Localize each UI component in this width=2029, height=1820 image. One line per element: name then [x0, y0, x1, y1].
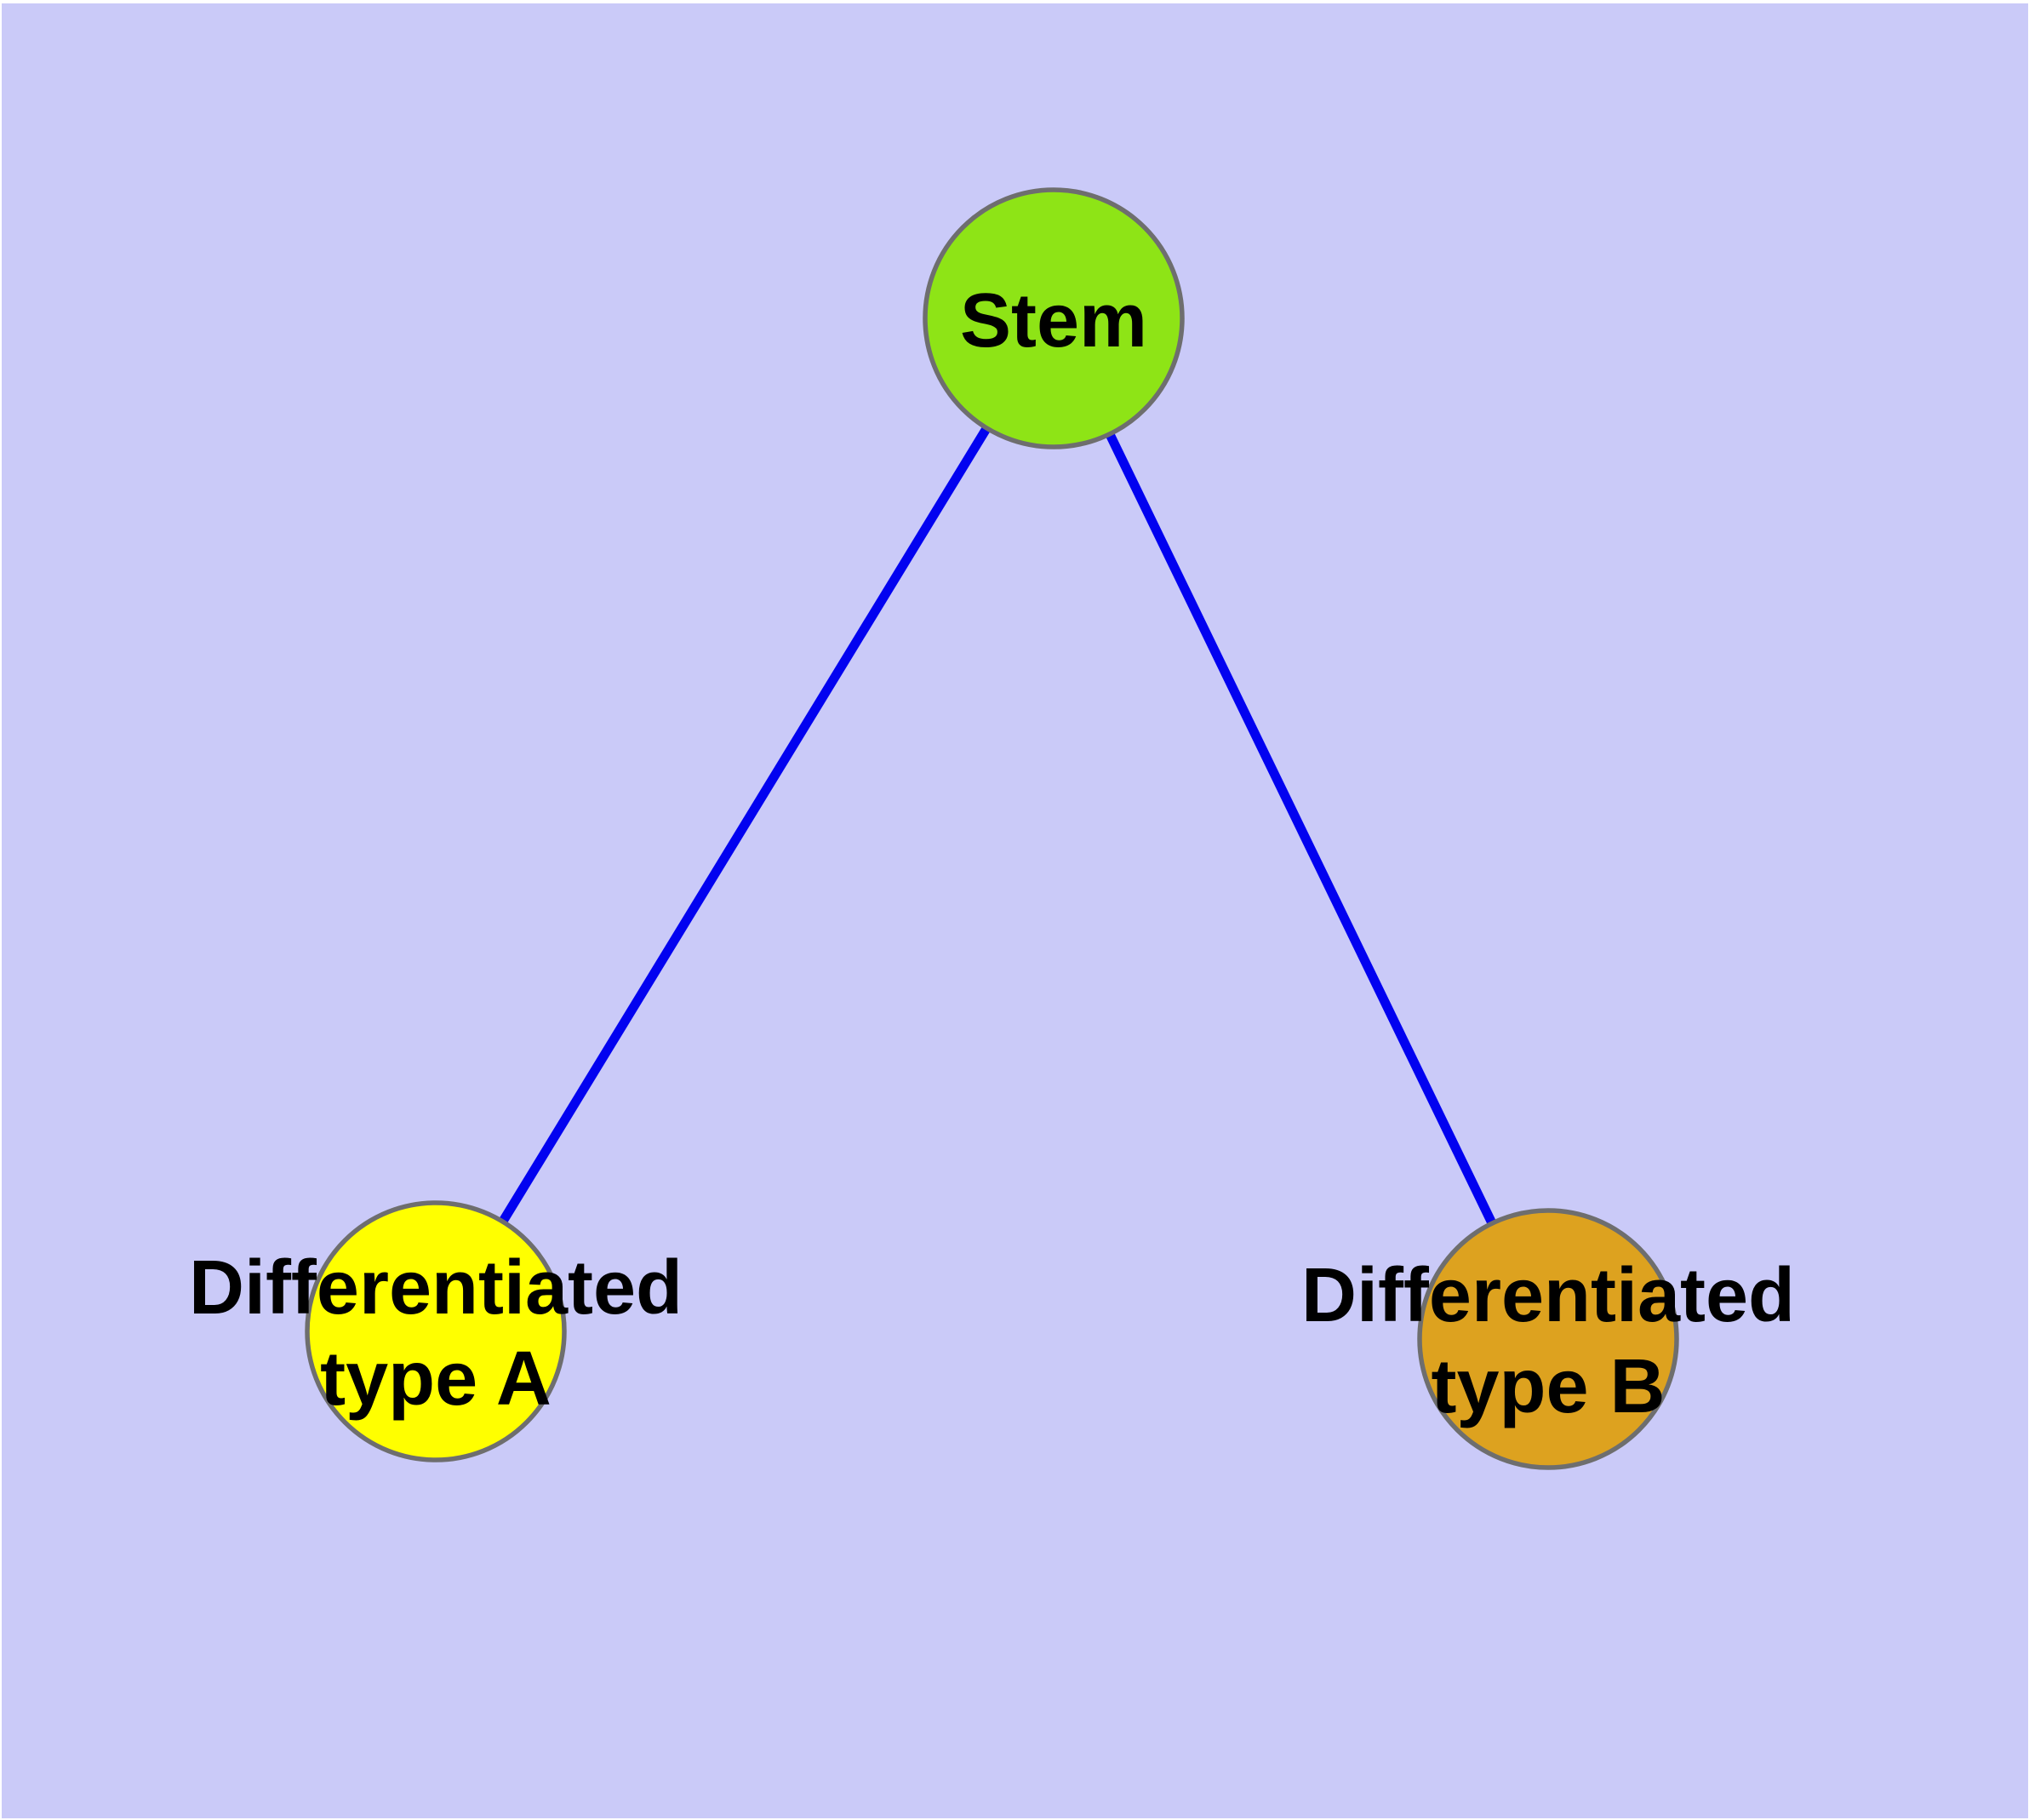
type-b-node	[1417, 1208, 1679, 1470]
stem-node	[923, 187, 1185, 449]
type-a-node-label-line1: Differentiated	[189, 1245, 683, 1331]
edge-stem-to-type-a	[432, 316, 1058, 1334]
type-b-node-label-line2: type B	[1431, 1344, 1665, 1429]
edge-stem-to-type-b	[1049, 316, 1552, 1342]
type-b-node-label-line1: Differentiated	[1301, 1253, 1795, 1338]
type-a-node-label-line2: type A	[320, 1336, 552, 1422]
stem-node-label: Stem	[960, 278, 1147, 363]
type-a-node	[305, 1200, 567, 1462]
